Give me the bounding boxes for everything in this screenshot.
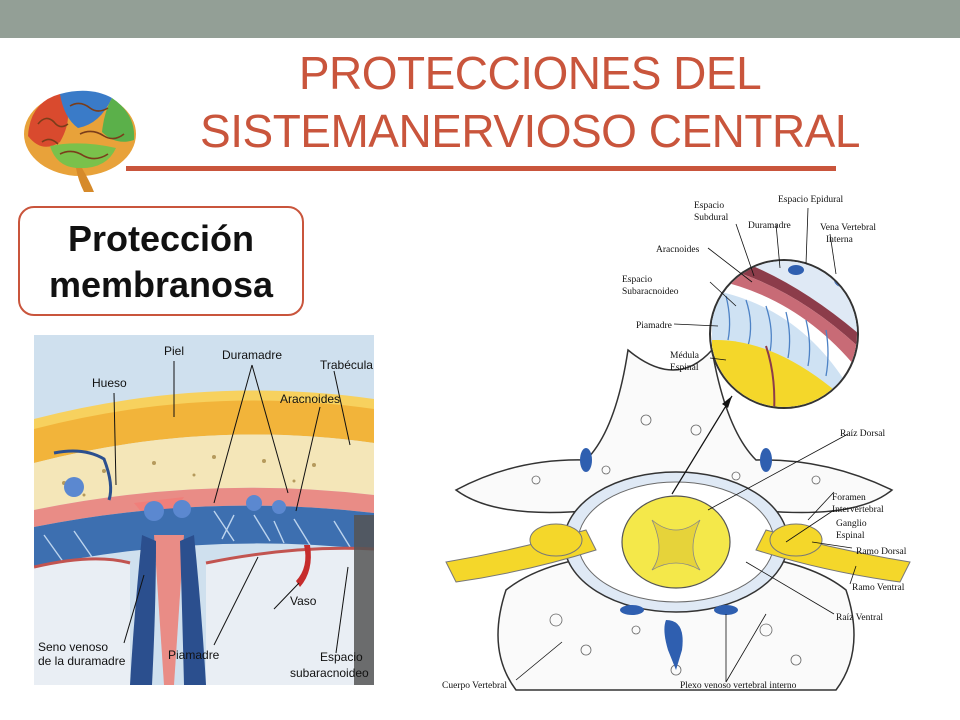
label-cuerpo-vertebral: Cuerpo Vertebral <box>442 681 507 691</box>
label-espacio-2: subaracnoideo <box>290 666 369 680</box>
label-piel: Piel <box>164 344 184 358</box>
badge-line-1: Protección <box>67 218 255 259</box>
label-foramen-2: Intervertebral <box>832 505 884 515</box>
label-raiz-ventral: Raíz Ventral <box>836 613 883 623</box>
slide-title: PROTECCIONES DEL SISTEMANERVIOSO CENTRAL <box>130 44 930 160</box>
label-aracnoides: Aracnoides <box>280 392 340 406</box>
title-line-2: SISTEMANERVIOSO CENTRAL <box>200 105 860 157</box>
label-hueso: Hueso <box>92 376 127 390</box>
label-vena-2: Interna <box>826 235 854 245</box>
title-line-1: PROTECCIONES DEL <box>298 47 762 99</box>
title-underline <box>126 166 836 171</box>
badge-line-2: membranosa <box>48 264 274 305</box>
label-aracnoides-r: Aracnoides <box>656 245 700 255</box>
label-piamadre: Piamadre <box>168 648 220 662</box>
label-subaracnoideo-1: Espacio <box>622 275 652 285</box>
label-ganglio-1: Ganglio <box>836 519 867 529</box>
label-espacio-subdural-1: Espacio <box>694 201 724 211</box>
label-vaso: Vaso <box>290 594 317 608</box>
label-espacio-subdural-2: Subdural <box>694 213 729 223</box>
section-badge: Protección membranosa <box>18 206 304 316</box>
label-ganglio-2: Espinal <box>836 531 865 541</box>
label-plexo: Plexo venoso vertebral interno <box>680 681 797 691</box>
label-espacio-epidural: Espacio Epidural <box>778 195 844 205</box>
label-ramo-ventral: Ramo Ventral <box>852 583 905 593</box>
label-espacio-1: Espacio <box>320 650 363 664</box>
label-trabecula: Trabécula <box>320 358 373 372</box>
label-subaracnoideo-2: Subaracnoideo <box>622 287 679 297</box>
label-duramadre: Duramadre <box>222 348 282 362</box>
label-seno-1: Seno venoso <box>38 640 108 654</box>
cranial-meninges-illustration: Piel Hueso Duramadre Trabécula Aracnoide… <box>34 335 374 685</box>
brain-icon <box>24 90 136 192</box>
label-medula-2: Espinal <box>670 363 699 373</box>
label-ramo-dorsal: Ramo Dorsal <box>856 547 907 557</box>
label-foramen-1: Foramen <box>832 493 866 503</box>
label-piamadre-r: Piamadre <box>636 321 672 331</box>
top-bar <box>0 0 960 38</box>
label-duramadre-r: Duramadre <box>748 221 791 231</box>
label-vena-1: Vena Vertebral <box>820 223 876 233</box>
spinal-meninges-illustration: Espacio Subdural Espacio Epidural Durama… <box>436 190 920 695</box>
label-medula-1: Médula <box>670 351 700 361</box>
label-seno-2: de la duramadre <box>38 654 126 668</box>
label-raiz-dorsal: Raíz Dorsal <box>840 429 885 439</box>
